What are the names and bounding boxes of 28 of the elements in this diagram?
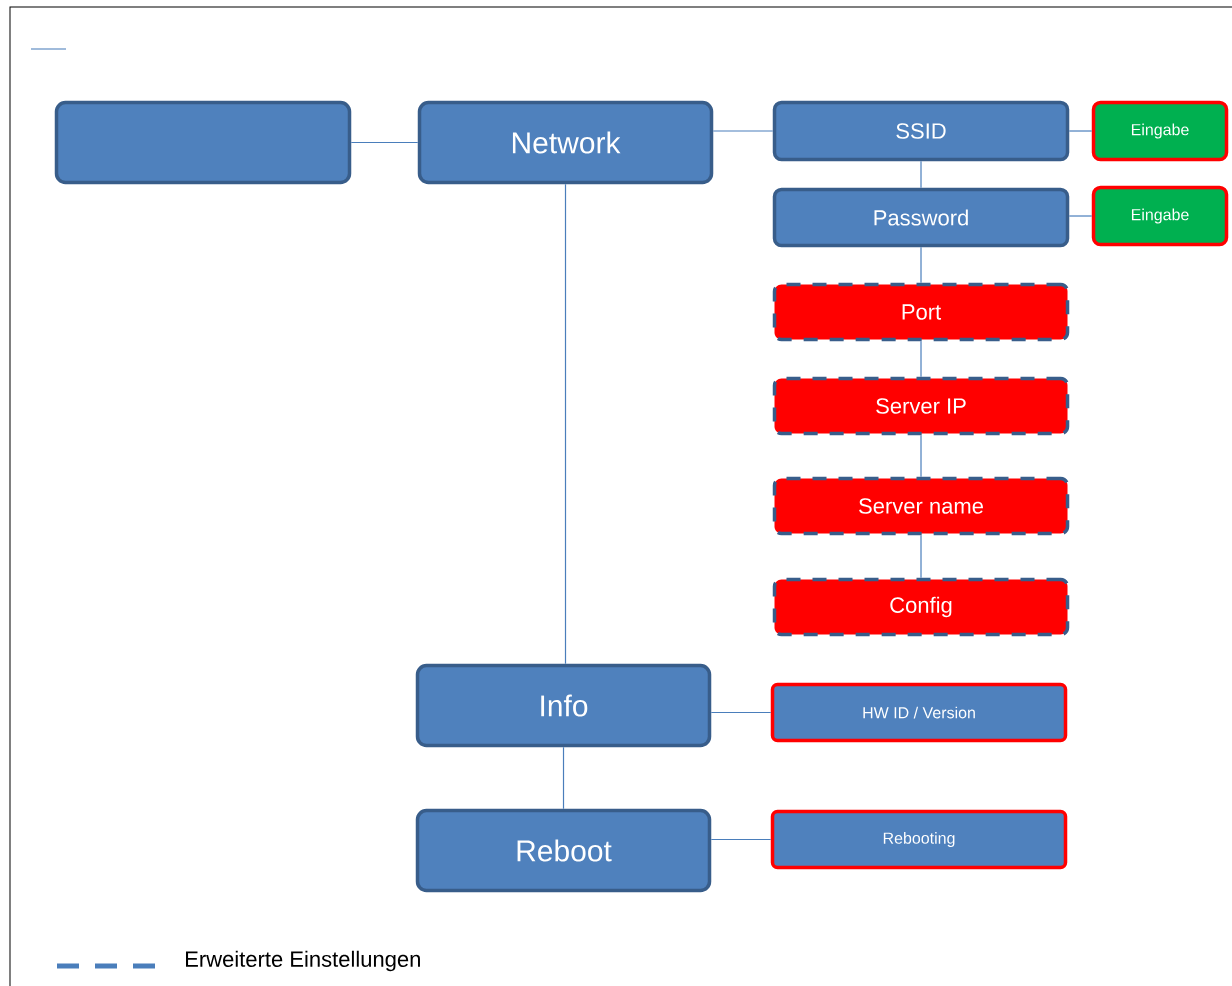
connector-line	[710, 838, 772, 841]
process-box: Info	[415, 663, 712, 748]
connector-line	[350, 141, 419, 144]
process-box: Network	[417, 100, 714, 185]
input-box: Eingabe	[1091, 100, 1229, 162]
process-box: Password	[772, 187, 1070, 248]
connector-line	[920, 160, 922, 189]
advanced-setting-box: Port	[772, 282, 1070, 342]
output-box: Rebooting	[770, 809, 1068, 870]
advanced-setting-box: Server name	[772, 476, 1070, 536]
process-box: SSID	[772, 100, 1070, 162]
advanced-setting-box: Config	[772, 577, 1070, 637]
connector-line	[564, 183, 567, 665]
connector-line	[1068, 215, 1093, 217]
input-box: Eingabe	[1091, 185, 1229, 247]
process-box	[54, 100, 352, 185]
connector-line	[1068, 130, 1093, 132]
legend-text: Erweiterte Einstellungen	[186, 950, 420, 972]
connector-line	[562, 746, 565, 810]
connector-line	[710, 711, 772, 714]
output-box: HW ID / Version	[770, 682, 1068, 743]
connector-line	[920, 246, 922, 284]
connector-line	[712, 130, 774, 132]
process-box: Reboot	[415, 808, 712, 893]
advanced-setting-box: Server IP	[772, 376, 1070, 436]
connector-line	[920, 534, 922, 579]
connector-line	[920, 434, 922, 478]
connector-line	[920, 340, 922, 378]
